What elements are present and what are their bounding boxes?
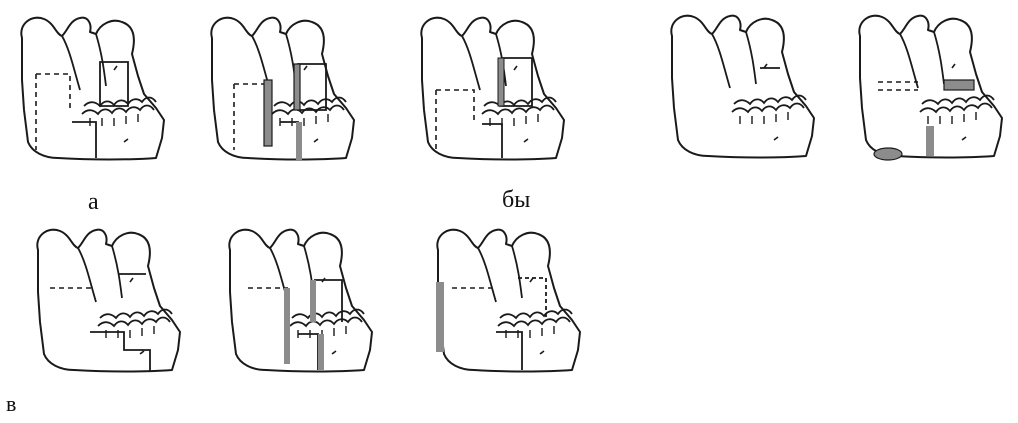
panel-label-v: в xyxy=(6,393,16,415)
mandible-osteotomy-a2 xyxy=(211,18,354,160)
mandible-osteotomy-b2 xyxy=(859,16,1002,160)
mandible-osteotomy-a1 xyxy=(21,18,164,160)
mandible-osteotomy-v3 xyxy=(436,230,580,372)
mandible-osteotomy-v2 xyxy=(229,230,372,372)
mandible-osteotomy-b1 xyxy=(671,16,814,158)
mandible-osteotomy-v1 xyxy=(37,230,180,372)
panel-label-b: бы xyxy=(502,188,530,212)
mandible-osteotomy-a3 xyxy=(421,18,564,160)
panel-label-a: а xyxy=(88,190,99,214)
